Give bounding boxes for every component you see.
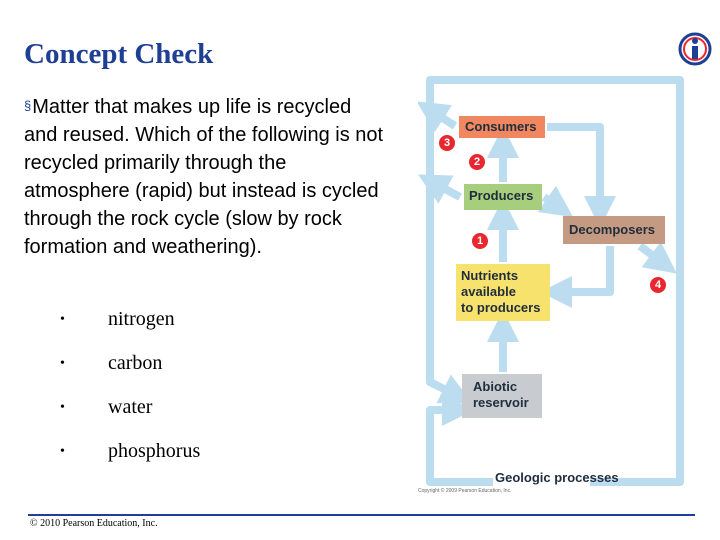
decomposers-box: Decomposers <box>563 216 665 244</box>
info-person-icon <box>678 32 712 66</box>
nutrients-line: to producers <box>461 300 541 315</box>
option-item: • nitrogen <box>60 305 200 349</box>
figure-credit: Copyright © 2009 Pearson Education, Inc. <box>418 488 512 494</box>
nutrients-line: Nutrients <box>461 268 519 283</box>
bullet-icon: • <box>60 400 65 415</box>
abiotic-reservoir-box: Abiotic reservoir <box>462 374 542 418</box>
nutrient-cycle-arrows <box>418 76 684 486</box>
option-label: nitrogen <box>108 308 175 330</box>
option-item: • phosphorus <box>60 437 200 481</box>
nutrients-box: Nutrients available to producers <box>456 264 550 321</box>
slide-title: Concept Check <box>24 38 214 70</box>
step-2-badge: 2 <box>469 154 485 170</box>
option-item: • carbon <box>60 349 200 393</box>
step-4-badge: 4 <box>650 277 666 293</box>
question-text: §Matter that makes up life is recycled a… <box>24 92 384 261</box>
bullet-icon: • <box>60 356 65 371</box>
nutrients-line: available <box>461 284 516 299</box>
option-label: carbon <box>108 352 163 374</box>
consumers-box: Consumers <box>459 116 545 138</box>
step-1-badge: 1 <box>472 233 488 249</box>
option-label: water <box>108 396 153 418</box>
square-bullet-icon: § <box>24 98 32 113</box>
option-item: • water <box>60 393 200 437</box>
abiotic-line: Abiotic <box>473 379 518 394</box>
geologic-processes-label: Geologic processes <box>495 470 619 485</box>
footer-divider <box>28 514 695 516</box>
abiotic-line: reservoir <box>473 395 529 410</box>
producers-box: Producers <box>464 184 542 210</box>
step-3-badge: 3 <box>439 135 455 151</box>
footer-copyright: © 2010 Pearson Education, Inc. <box>30 518 158 529</box>
option-label: phosphorus <box>108 440 201 462</box>
bullet-icon: • <box>60 312 65 327</box>
question-body: Matter that makes up life is recycled an… <box>24 96 384 258</box>
answer-options: • nitrogen • carbon • water • phosphorus <box>60 305 200 481</box>
bullet-icon: • <box>60 444 65 459</box>
